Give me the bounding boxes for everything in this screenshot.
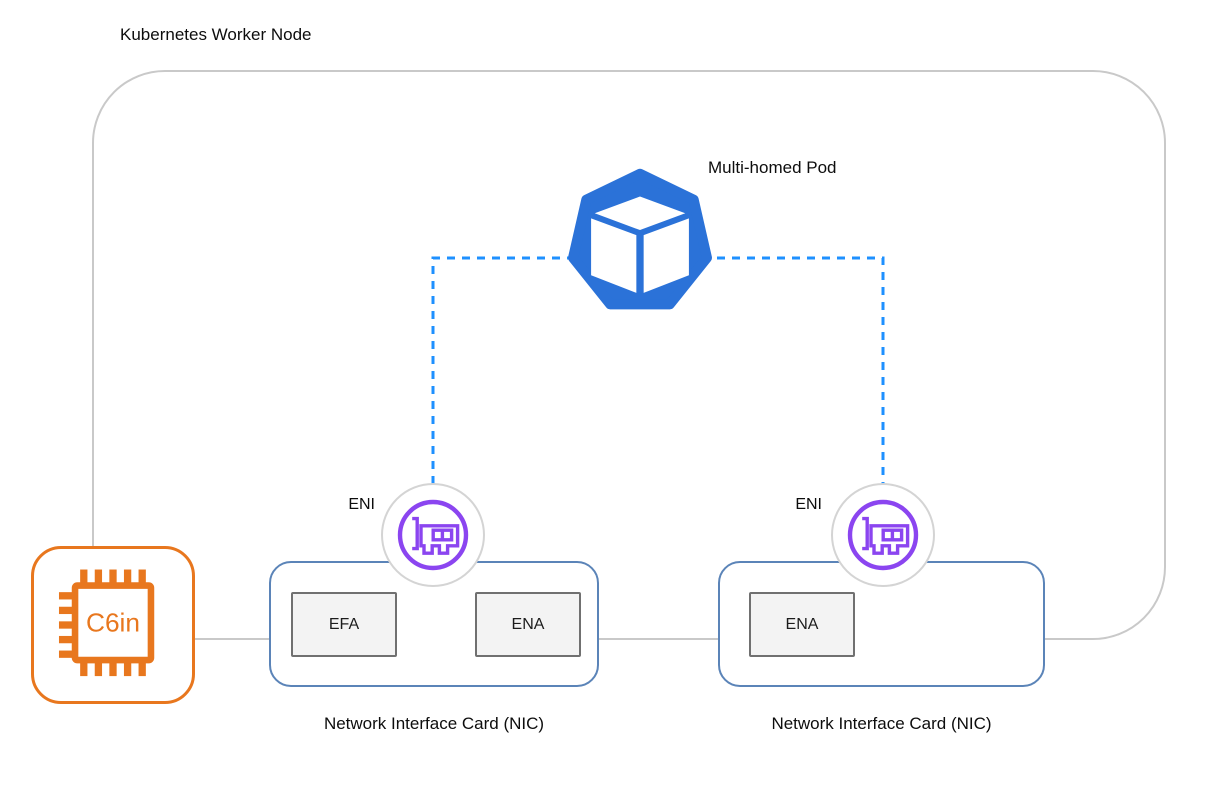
pod-heptagon-outline <box>568 168 712 310</box>
eni-label-right: ENI <box>795 496 822 513</box>
ena-adapter-box-right: ENA <box>749 592 855 657</box>
network-card-icon <box>847 499 919 571</box>
diagram-title: Kubernetes Worker Node <box>120 25 312 44</box>
chip-body <box>71 582 155 664</box>
ec2-instance-icon: C6in <box>31 546 195 704</box>
efa-adapter-label: EFA <box>328 615 360 633</box>
efa-adapter-box: EFA <box>291 592 397 657</box>
ena-adapter-label-left: ENA <box>511 615 545 633</box>
network-card-icon <box>397 499 469 571</box>
ena-adapter-box-left: ENA <box>475 592 581 657</box>
nic-caption-right: Network Interface Card (NIC) <box>771 714 992 733</box>
instance-type-label: C6in <box>86 608 140 638</box>
nic-caption-left: Network Interface Card (NIC) <box>323 714 545 733</box>
eni-label-left: ENI <box>348 496 375 513</box>
eni-icon-left <box>381 483 485 587</box>
pod-label: Multi-homed Pod <box>708 158 837 177</box>
ena-adapter-label-right: ENA <box>785 615 819 633</box>
kubernetes-pod-icon <box>567 168 713 314</box>
pod-cube-top-face <box>594 196 686 231</box>
eni-icon-right <box>831 483 935 587</box>
chip-pins <box>58 569 146 677</box>
pod-cube-left-face <box>591 218 637 293</box>
worker-node-boundary <box>92 70 1166 640</box>
pod-cube-right-face <box>643 218 689 293</box>
